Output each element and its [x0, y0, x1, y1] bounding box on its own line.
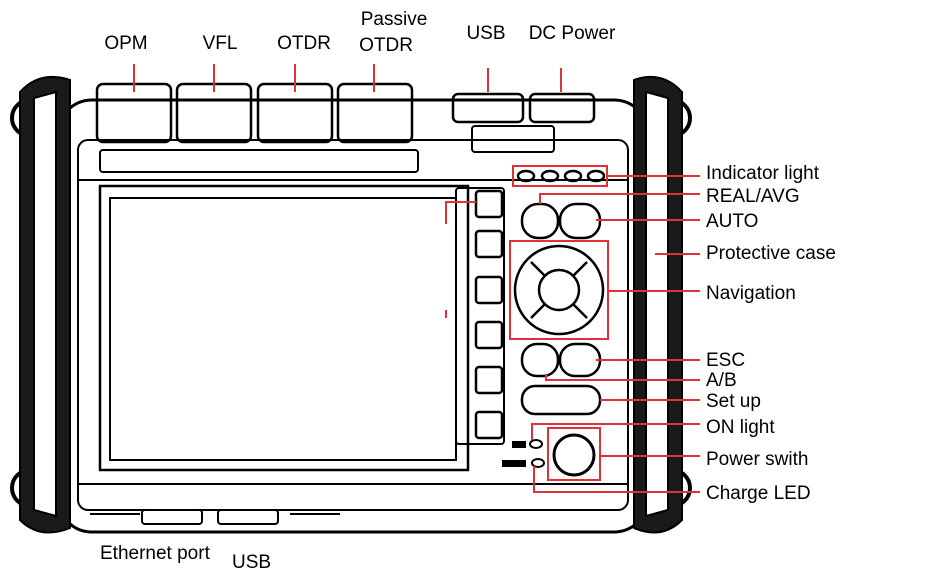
callouts — [133, 64, 700, 493]
label-auto: AUTO — [706, 211, 759, 232]
label-usb-top: USB — [466, 23, 506, 44]
label-real-avg: REAL/AVG — [706, 186, 800, 207]
top-window — [471, 125, 555, 153]
label-set-up: Set up — [706, 391, 761, 412]
soft-key-6 — [474, 410, 504, 440]
lcd-screen — [98, 184, 470, 472]
label-protective-case: Protective case — [706, 243, 836, 264]
label-power-switch: Power swith — [706, 449, 809, 470]
label-vfl: VFL — [202, 33, 238, 54]
label-indicator-light: Indicator light — [706, 163, 820, 184]
ab-button — [558, 342, 602, 378]
label-charge-led: Charge LED — [706, 483, 811, 504]
label-otdr: OTDR — [277, 33, 331, 54]
navigation-pad — [513, 244, 605, 336]
label-passive-otdr-line1: Passive — [360, 9, 428, 30]
connector-opm — [95, 82, 173, 144]
label-opm: OPM — [104, 33, 148, 54]
soft-key-2 — [474, 229, 504, 259]
charge-led — [531, 458, 545, 468]
auto-button — [558, 202, 602, 240]
soft-keys — [455, 187, 505, 445]
indicator-lights — [516, 169, 606, 183]
label-passive-otdr-line2: OTDR — [359, 35, 413, 56]
connector-otdr — [256, 82, 334, 144]
soft-key-1 — [474, 189, 504, 219]
label-ethernet-port: Ethernet port — [100, 543, 210, 564]
label-navigation: Navigation — [706, 283, 796, 304]
label-usb-bottom: USB — [232, 552, 272, 573]
label-on-light: ON light — [706, 417, 775, 438]
label-dc-power: DC Power — [528, 23, 616, 44]
label-ab: A/B — [706, 370, 737, 391]
soft-key-3 — [474, 275, 504, 305]
connector-vfl — [175, 82, 253, 144]
esc-button — [520, 342, 560, 378]
connector-dc-power — [528, 92, 596, 124]
power-switch — [552, 433, 596, 477]
connector-passive-otdr — [336, 82, 414, 144]
device-inner-frame — [77, 139, 629, 511]
connector-usb-top — [451, 92, 525, 124]
soft-key-5 — [474, 365, 504, 395]
top-connectors — [95, 82, 596, 144]
on-light — [529, 439, 543, 449]
device-body — [10, 76, 692, 534]
soft-key-4 — [474, 320, 504, 350]
real-avg-button — [520, 202, 560, 240]
top-slot — [99, 149, 419, 173]
ethernet-port — [141, 509, 203, 525]
usb-port-bottom — [217, 509, 279, 525]
setup-button — [520, 384, 602, 416]
label-esc: ESC — [706, 350, 746, 371]
